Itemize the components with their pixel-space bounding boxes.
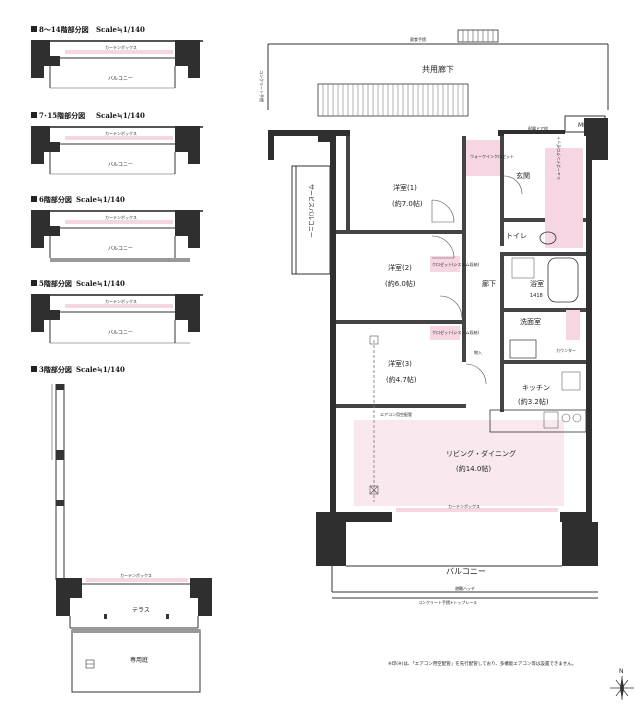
private-garden-label: 専用庭 [130, 656, 148, 664]
curtain-box-label: カーテンボックス [120, 572, 152, 578]
compass-icon: N [610, 668, 634, 700]
balcony-label: バルコニー [446, 567, 486, 576]
service-balcony-label: サービスバルコニー [307, 184, 315, 238]
mb-label: MB [578, 122, 587, 129]
partial-plan-heading: 3階部分図 [39, 365, 72, 374]
footnote: ※印(※)は、「エアコン用空配管」を先行配管しており、多機能エアコン等は設置でき… [388, 660, 576, 667]
aircon-duct-label: エアコン用空配管 [380, 411, 412, 417]
partial-plan-4: 5階部分図 Scale≒1/140 カーテンボックス バルコニー [31, 279, 203, 344]
room-western-2-size: (約6.0帖) [385, 279, 416, 288]
partial-plan-heading: 8～14階部分図 [39, 25, 89, 34]
room-kitchen-name: キッチン [522, 384, 550, 392]
top-rail-label: 腐食手摺 [410, 36, 426, 42]
room-western-1-name: 洋室(1) [393, 183, 417, 192]
room-entrance-name: 玄関 [516, 171, 530, 180]
room-western-2-name: 洋室(2) [388, 263, 412, 272]
partial-plan-3: 6階部分図 Scale≒1/140 カーテンボックス バルコニー [31, 195, 203, 262]
partial-plan-heading: 6階部分図 [39, 195, 72, 204]
room-western-1-size: (約7.0帖) [392, 199, 423, 208]
balcony-label: バルコニー [108, 76, 133, 82]
main-floor-plan: 腐食手摺 共用廊下 コンクリート手摺 MB 耐震ドア枠 [259, 29, 609, 667]
terrace-label: テラス [132, 607, 150, 614]
curtain-box-label: カーテンボックス [105, 214, 137, 220]
partial-plan-5: 3階部分図 Scale≒1/140 カーテンボックス テラス 専用庭 [31, 365, 212, 693]
heading-marker [31, 26, 37, 32]
partial-plan-2: 7･15階部分図 Scale≒1/140 カーテンボックス バルコニー [31, 111, 203, 175]
partial-plan-scale: Scale≒1/140 [76, 195, 125, 204]
stairs [317, 83, 469, 117]
room-western-3-size: (約4.7帖) [386, 375, 417, 384]
curtain-box-label: カーテンボックス [105, 130, 137, 136]
counter-label: カウンター [556, 347, 576, 353]
partial-plan-heading: 5階部分図 [39, 279, 72, 288]
balcony-label: バルコニー [108, 330, 133, 336]
system-closet-label: クロゼット(システム収納) [432, 261, 479, 267]
curtain-box-label: カーテンボックス [448, 503, 480, 509]
room-washroom-name: 洗面室 [520, 317, 541, 326]
drain-label: 避難ハッチ [455, 585, 475, 591]
room-toilet-name: トイレ [506, 232, 527, 240]
walkin-closet-label: ウォークインクロゼット [470, 153, 514, 159]
partial-plan-scale: Scale≒1/140 [76, 279, 125, 288]
room-living-name: リビング・ダイニング [446, 449, 516, 458]
room-bath-size: 1418 [530, 293, 543, 299]
room-kitchen-size: (約3.2帖) [518, 397, 549, 406]
room-western-3-name: 洋室(3) [388, 359, 412, 368]
partial-plan-heading: 7･15階部分図 [39, 111, 85, 120]
meter-box-label: 耐震ドア枠 [528, 125, 548, 131]
balcony-label: バルコニー [108, 246, 133, 252]
curtain-box-label: カーテンボックス [105, 44, 137, 50]
concrete-rail-label: コンクリート手摺 [259, 70, 265, 102]
rail-top-label: コンクリート手摺+トップレール [418, 599, 477, 605]
partial-plan-scale: Scale≒1/140 [96, 111, 145, 120]
partial-plan-scale: Scale≒1/140 [96, 25, 145, 34]
common-corridor-label: 共用廊下 [422, 64, 454, 74]
system-closet-3-label: クロゼット(システム収納) [432, 329, 479, 335]
balcony-label: バルコニー [108, 162, 133, 168]
curtain-box-label: カーテンボックス [105, 298, 137, 304]
room-living-size: (約14.0帖) [456, 464, 491, 473]
compass-north-label: N [619, 668, 624, 675]
partial-plan-scale: Scale≒1/140 [76, 365, 125, 374]
shoes-closet-label: シューズインクロゼット [555, 136, 561, 180]
room-hallway-name: 廊下 [482, 279, 496, 288]
partial-plan-1: 8～14階部分図 Scale≒1/140 カーテンボックス バルコニー [31, 25, 203, 89]
room-bath-name: 浴室 [530, 279, 544, 288]
storage-label: 物入 [474, 349, 482, 355]
